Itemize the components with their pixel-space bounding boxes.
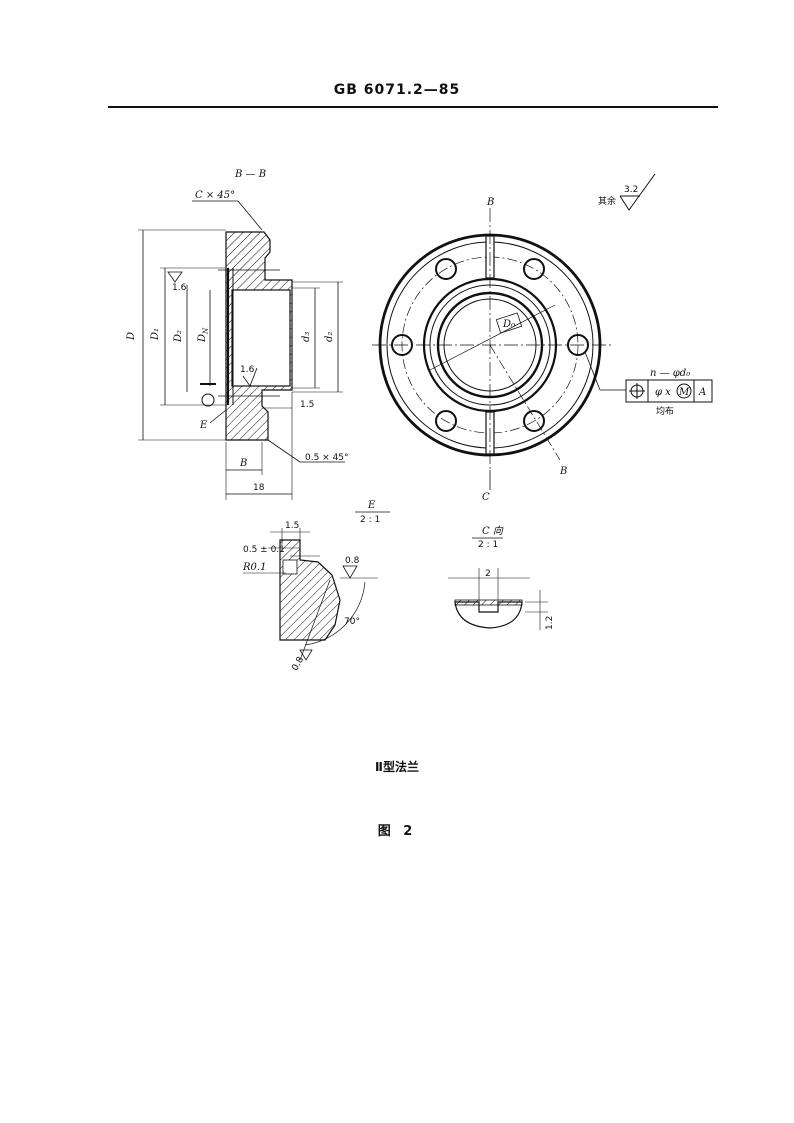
label-B-bottom: B xyxy=(559,466,567,477)
tol-modifier: M xyxy=(678,387,690,398)
dim-d3: d₃ xyxy=(301,332,312,342)
roughness-rest-label: 其余 xyxy=(598,195,616,207)
dim-1-5: 1.5 xyxy=(300,400,314,410)
detail-e-radius: R0.1 xyxy=(242,562,266,573)
bolt-hole xyxy=(435,258,457,280)
header-rule xyxy=(108,106,718,108)
detail-e-section xyxy=(279,539,341,641)
dim-DN: DN xyxy=(197,327,210,343)
bolt-hole xyxy=(523,410,545,432)
view-c-dim-height: 1.2 xyxy=(545,616,555,630)
front-view: B B C D₀ 其余 3.2 n — φd₀ φ x M A 均布 xyxy=(372,173,713,503)
dim-D2: D₂ xyxy=(173,330,184,343)
dim-B: B xyxy=(239,458,247,469)
view-c-dim-width: 2 xyxy=(485,569,491,579)
part-name-caption: Ⅱ型法兰 xyxy=(375,760,419,774)
detail-e-angle: 70° xyxy=(344,617,360,627)
roughness-1: 1.6 xyxy=(172,283,187,293)
detail-e-roughness-bottom: 0.8 xyxy=(290,655,306,673)
label-B-top: B xyxy=(486,197,494,208)
detail-e-title: E xyxy=(367,500,376,511)
roughness-2: 1.6 xyxy=(240,365,255,375)
evenly-distributed: 均布 xyxy=(656,405,674,417)
label-C: C xyxy=(482,492,490,503)
detail-e-roughness: 0.8 xyxy=(345,556,360,566)
chamfer-bottom-label: 0.5 × 45° xyxy=(305,453,349,463)
chamfer-top-label: C × 45° xyxy=(195,190,235,201)
view-c-shape xyxy=(454,601,523,629)
holes-callout: n — φd₀ xyxy=(650,368,690,379)
bolt-hole xyxy=(435,410,457,432)
detail-e-dim-0-5: 0.5 ± 0.1 xyxy=(243,545,285,555)
tol-value: φ x xyxy=(655,387,671,398)
feature-control-frame xyxy=(625,379,713,403)
section-title: B — B xyxy=(234,169,266,180)
view-c: C 向 2 : 1 2 1.2 xyxy=(448,525,555,630)
view-c-scale: 2 : 1 xyxy=(478,540,498,550)
dim-D: D xyxy=(126,332,137,341)
detail-e: E 2 : 1 1.5 0.5 ± 0.1 R0.1 0.8 70° 0.8 xyxy=(242,500,390,673)
dim-18: 18 xyxy=(253,483,265,493)
roughness-rest-value: 3.2 xyxy=(624,185,638,195)
detail-E-marker: E xyxy=(199,420,208,431)
bolt-hole xyxy=(523,258,545,280)
detail-e-dim-1-5: 1.5 xyxy=(285,521,299,531)
label-D0: D₀ xyxy=(502,319,515,330)
standard-number: GB 6071.2—85 xyxy=(333,82,461,98)
view-c-title: C 向 xyxy=(482,525,504,537)
detail-e-scale: 2 : 1 xyxy=(360,515,380,525)
figure-caption: 图 2 xyxy=(377,824,417,839)
tol-datum: A xyxy=(698,387,706,398)
bore-region xyxy=(231,289,291,387)
dim-D1: D₁ xyxy=(150,328,161,341)
section-view: B — B C × 45° D D₁ D₂ DN d₃ d₂ xyxy=(126,169,349,500)
dim-d2: d₂ xyxy=(324,332,335,342)
